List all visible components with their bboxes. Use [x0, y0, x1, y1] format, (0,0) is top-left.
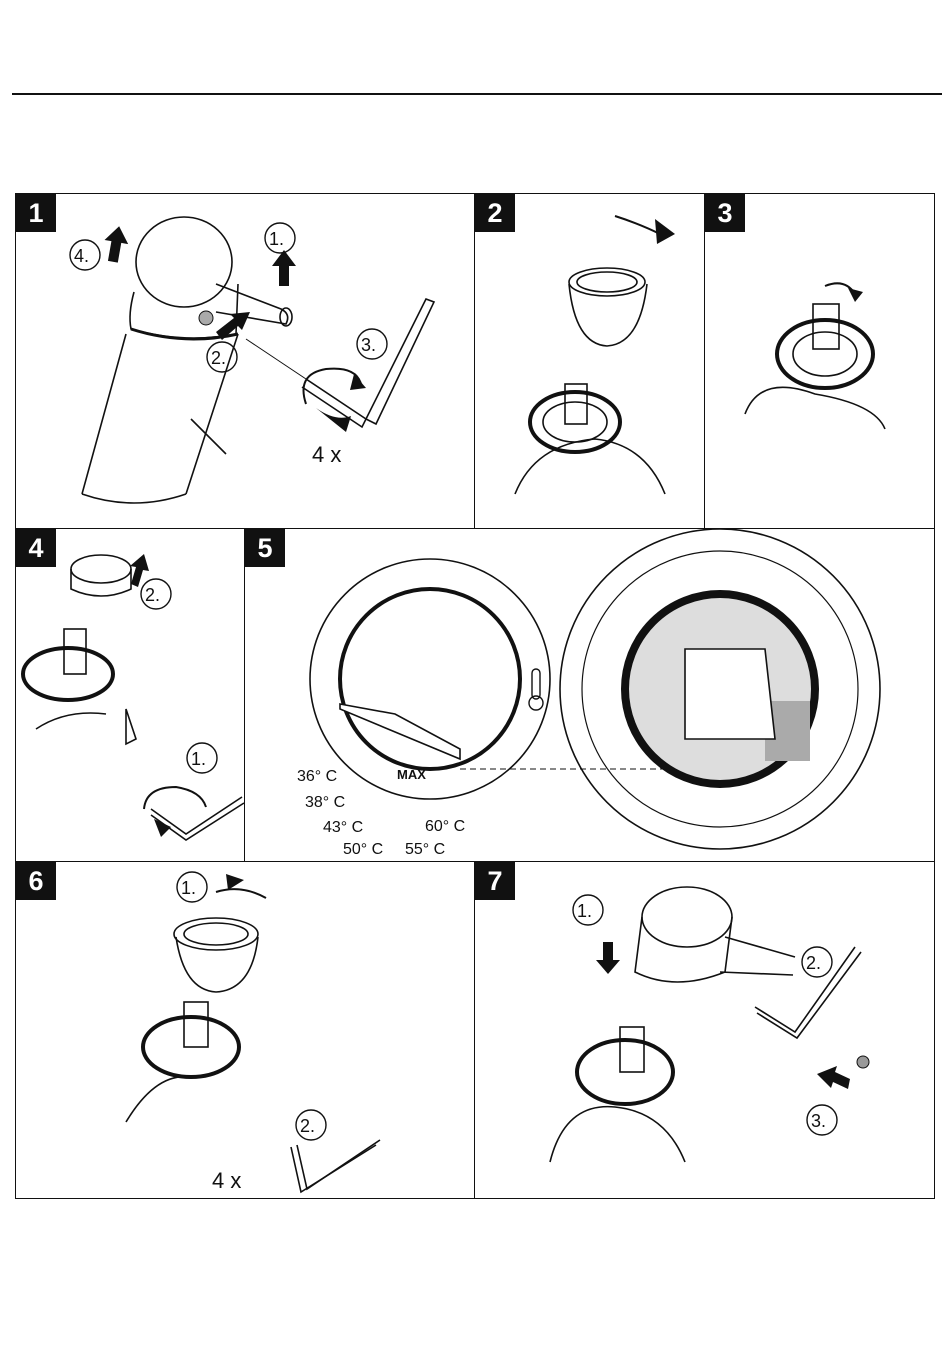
- temp-38: 38° C: [305, 794, 345, 811]
- callout-4-label: 4.: [74, 246, 89, 266]
- panel-step-6: 6 1. 2. 4 x: [15, 861, 476, 1199]
- callout-3: 3.: [357, 329, 387, 359]
- callout-3: 3.: [807, 1105, 837, 1135]
- callout-1: 1.: [187, 743, 217, 773]
- cover-ring: [569, 268, 647, 346]
- callout-1: 1.: [177, 872, 207, 902]
- panel-step-5: 5 MAX 36° C 38° C 43° C 50° C 55° C 60° …: [244, 528, 935, 863]
- callout-4: 4.: [70, 240, 100, 270]
- callout-2: 2.: [296, 1110, 326, 1140]
- temp-55: 55° C: [405, 841, 445, 858]
- grub-screw-icon: [857, 1056, 869, 1068]
- temperature-stop-ring: [310, 559, 550, 799]
- cartridge: [23, 629, 136, 744]
- hex-key-icon: [302, 299, 434, 427]
- step-4-callout-1-label: 1.: [191, 749, 206, 769]
- rotation-arrow-icon: [144, 787, 206, 837]
- step-3-illustration: [705, 194, 935, 530]
- callout-1: 1.: [573, 895, 603, 925]
- callout-2: 2.: [141, 579, 171, 609]
- panel-step-1: 1: [15, 193, 476, 530]
- step-6-callout-1-label: 1.: [181, 878, 196, 898]
- detail-view: [560, 529, 880, 849]
- step-5-illustration: MAX 36° C 38° C 43° C 50° C 55° C 60° C: [245, 529, 935, 863]
- step-7-callout-2-label: 2.: [806, 953, 821, 973]
- thermometer-icon: [529, 669, 543, 710]
- hex-key-icon: [151, 797, 244, 840]
- cartridge: [126, 1002, 239, 1122]
- callout-2-label: 2.: [211, 348, 226, 368]
- push-arrow-icon: [817, 1066, 850, 1089]
- handle: [635, 887, 795, 982]
- step-2-illustration: [475, 194, 706, 530]
- step-7-callout-3-label: 3.: [811, 1111, 826, 1131]
- step-6-repeat-count: 4 x: [212, 1168, 241, 1193]
- step-4-callout-2-label: 2.: [145, 585, 160, 605]
- callout-2: 2.: [802, 947, 832, 977]
- temp-60: 60° C: [425, 818, 465, 835]
- step-7-callout-1-label: 1.: [577, 901, 592, 921]
- temp-43: 43° C: [323, 819, 363, 836]
- callout-1: 1.: [265, 223, 295, 253]
- panel-step-2: 2: [474, 193, 706, 530]
- grub-screw-icon: [199, 311, 213, 325]
- repeat-count: 4 x: [312, 442, 341, 467]
- cartridge: [515, 384, 665, 494]
- rotation-arrow-icon: [216, 874, 266, 898]
- step-1-illustration: 1. 2. 3. 4. 4 x: [16, 194, 476, 530]
- callout-3-label: 3.: [361, 335, 376, 355]
- temp-36: 36° C: [297, 768, 337, 785]
- rotation-arrow-icon: [825, 283, 863, 302]
- dial-max-label: MAX: [397, 767, 426, 782]
- hex-key-icon: [291, 1140, 380, 1192]
- panel-step-7: 7 1. 2. 3.: [474, 861, 935, 1199]
- rotation-arrow-icon: [615, 216, 675, 244]
- step-6-callout-2-label: 2.: [300, 1116, 315, 1136]
- temperature-labels: 36° C 38° C 43° C 50° C 55° C 60° C: [297, 768, 465, 858]
- nut: [71, 555, 131, 596]
- cartridge: [550, 1027, 685, 1162]
- callout-1-label: 1.: [269, 229, 284, 249]
- step-6-illustration: 1. 2. 4 x: [16, 862, 476, 1199]
- callout-2: 2.: [207, 342, 237, 372]
- temp-50: 50° C: [343, 841, 383, 858]
- step-4-illustration: 1. 2.: [16, 529, 246, 863]
- guide-line: [246, 339, 306, 379]
- panel-step-4: 4 1. 2.: [15, 528, 246, 863]
- cover-ring: [174, 918, 258, 992]
- step-7-illustration: 1. 2. 3.: [475, 862, 935, 1199]
- push-arrow-icon: [596, 942, 620, 974]
- panel-step-3: 3: [704, 193, 935, 530]
- cartridge: [745, 304, 885, 429]
